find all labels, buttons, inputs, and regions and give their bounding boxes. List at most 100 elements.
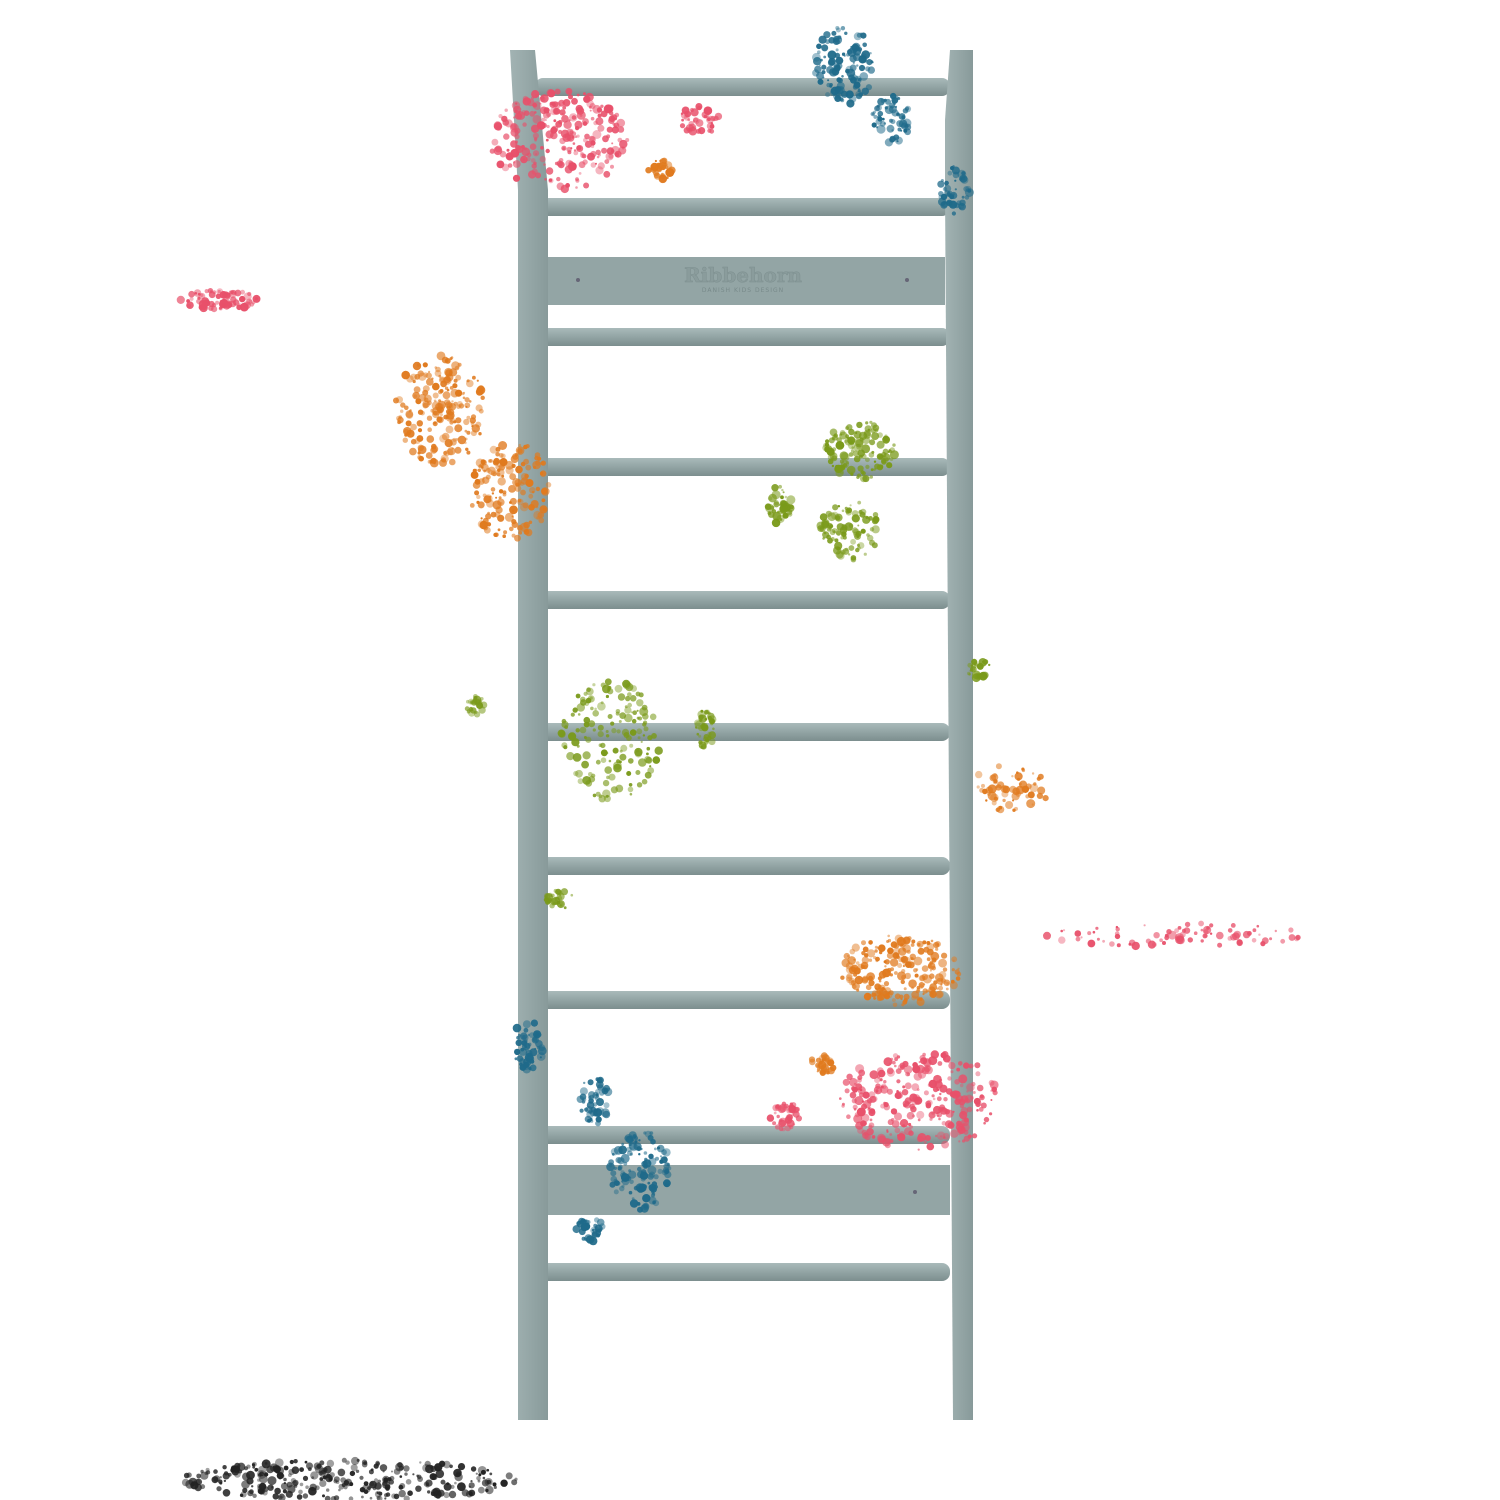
paint-speck	[537, 456, 542, 461]
paint-speck	[919, 1054, 926, 1062]
paint-speck	[950, 1129, 959, 1138]
paint-speck	[512, 1023, 522, 1033]
paint-speck	[585, 1106, 593, 1114]
paint-speck	[827, 1059, 835, 1067]
paint-speck	[329, 1472, 335, 1478]
paint-speck	[576, 1221, 581, 1226]
paint-speck	[545, 119, 547, 121]
paint-speck	[593, 1223, 598, 1228]
paint-speck	[434, 1463, 443, 1472]
paint-speck	[427, 427, 433, 433]
rung	[535, 991, 950, 1009]
paint-speck	[183, 1472, 190, 1479]
paint-speck	[620, 1153, 630, 1163]
paint-speck	[875, 1083, 881, 1089]
paint-speck	[589, 1236, 598, 1246]
paint-speck	[404, 405, 409, 411]
paint-speck	[561, 115, 569, 123]
paint-speck	[524, 1045, 527, 1049]
paint-speck	[683, 114, 690, 121]
paint-speck	[936, 943, 939, 946]
paint-speck	[636, 699, 644, 707]
paint-speck	[899, 1119, 909, 1128]
paint-speck	[600, 110, 608, 118]
paint-speck	[437, 400, 446, 410]
paint-speck	[341, 1457, 347, 1463]
paint-speck	[839, 431, 848, 440]
paint-speck	[969, 669, 972, 672]
paint-speck	[946, 981, 950, 985]
paint-speck	[611, 1152, 615, 1156]
paint-speck	[531, 90, 540, 99]
paint-speck	[1200, 928, 1204, 932]
paint-speck	[849, 528, 853, 531]
paint-speck	[517, 525, 523, 531]
paint-speck	[626, 735, 632, 741]
paint-speck	[634, 750, 643, 758]
paint-speck	[592, 130, 602, 139]
paint-speck	[1018, 782, 1022, 786]
paint-speck	[845, 461, 850, 465]
paint-speck	[504, 512, 514, 522]
paint-speck	[877, 97, 885, 106]
paint-speck	[846, 1114, 851, 1119]
paint-speck	[417, 370, 424, 377]
paint-speck	[597, 731, 604, 738]
paint-speck	[466, 380, 469, 383]
paint-speck	[579, 726, 587, 734]
paint-speck	[916, 1110, 925, 1119]
paint-speck	[488, 459, 492, 463]
paint-speck	[616, 759, 621, 764]
paint-speck	[854, 1096, 864, 1106]
paint-speck	[514, 485, 522, 492]
paint-speck	[592, 1092, 600, 1099]
paint-speck	[911, 939, 916, 944]
paint-speck	[884, 1142, 891, 1149]
paint-speck	[873, 114, 878, 119]
paint-speck	[276, 1472, 284, 1480]
paint-speck	[497, 528, 501, 532]
paint-speck	[578, 161, 586, 169]
paint-speck	[328, 1477, 333, 1482]
paint-speck	[564, 165, 573, 174]
paint-speck	[877, 984, 882, 990]
paint-speck	[572, 142, 576, 145]
paint-speck	[600, 757, 607, 763]
paint-speck	[857, 473, 862, 478]
paint-speck	[461, 1489, 469, 1497]
paint-speck	[897, 127, 902, 132]
paint-speck	[772, 1121, 777, 1126]
paint-speck	[564, 725, 568, 729]
paint-speck	[514, 534, 521, 542]
paint-speck	[514, 109, 518, 113]
paint-speck	[511, 521, 519, 528]
paint-speck	[956, 1067, 961, 1072]
paint-speck	[945, 1088, 953, 1095]
paint-speck	[583, 716, 591, 724]
paint-speck	[417, 428, 423, 433]
paint-speck	[430, 408, 435, 413]
paint-speck	[414, 437, 421, 444]
paint-speck	[898, 956, 904, 963]
paint-speck	[634, 1140, 638, 1144]
paint-speck	[1036, 792, 1043, 800]
paint-speck	[525, 464, 532, 471]
paint-speck	[844, 439, 848, 443]
paint-speck	[779, 499, 787, 508]
paint-speck	[788, 1107, 793, 1112]
paint-speck	[926, 1142, 935, 1151]
paint-speck	[431, 445, 439, 453]
paint-speck	[571, 115, 577, 120]
paint-speck	[595, 791, 601, 797]
paint-speck	[578, 1228, 586, 1236]
paint-speck	[361, 1459, 368, 1465]
paint-speck	[887, 938, 892, 943]
paint-speck	[322, 1475, 327, 1480]
paint-speck	[495, 446, 501, 452]
paint-speck	[912, 1114, 915, 1118]
paint-speck	[512, 174, 521, 182]
paint-speck	[486, 522, 492, 527]
paint-speck	[825, 39, 830, 45]
paint-speck	[564, 132, 574, 141]
paint-speck	[955, 976, 961, 981]
